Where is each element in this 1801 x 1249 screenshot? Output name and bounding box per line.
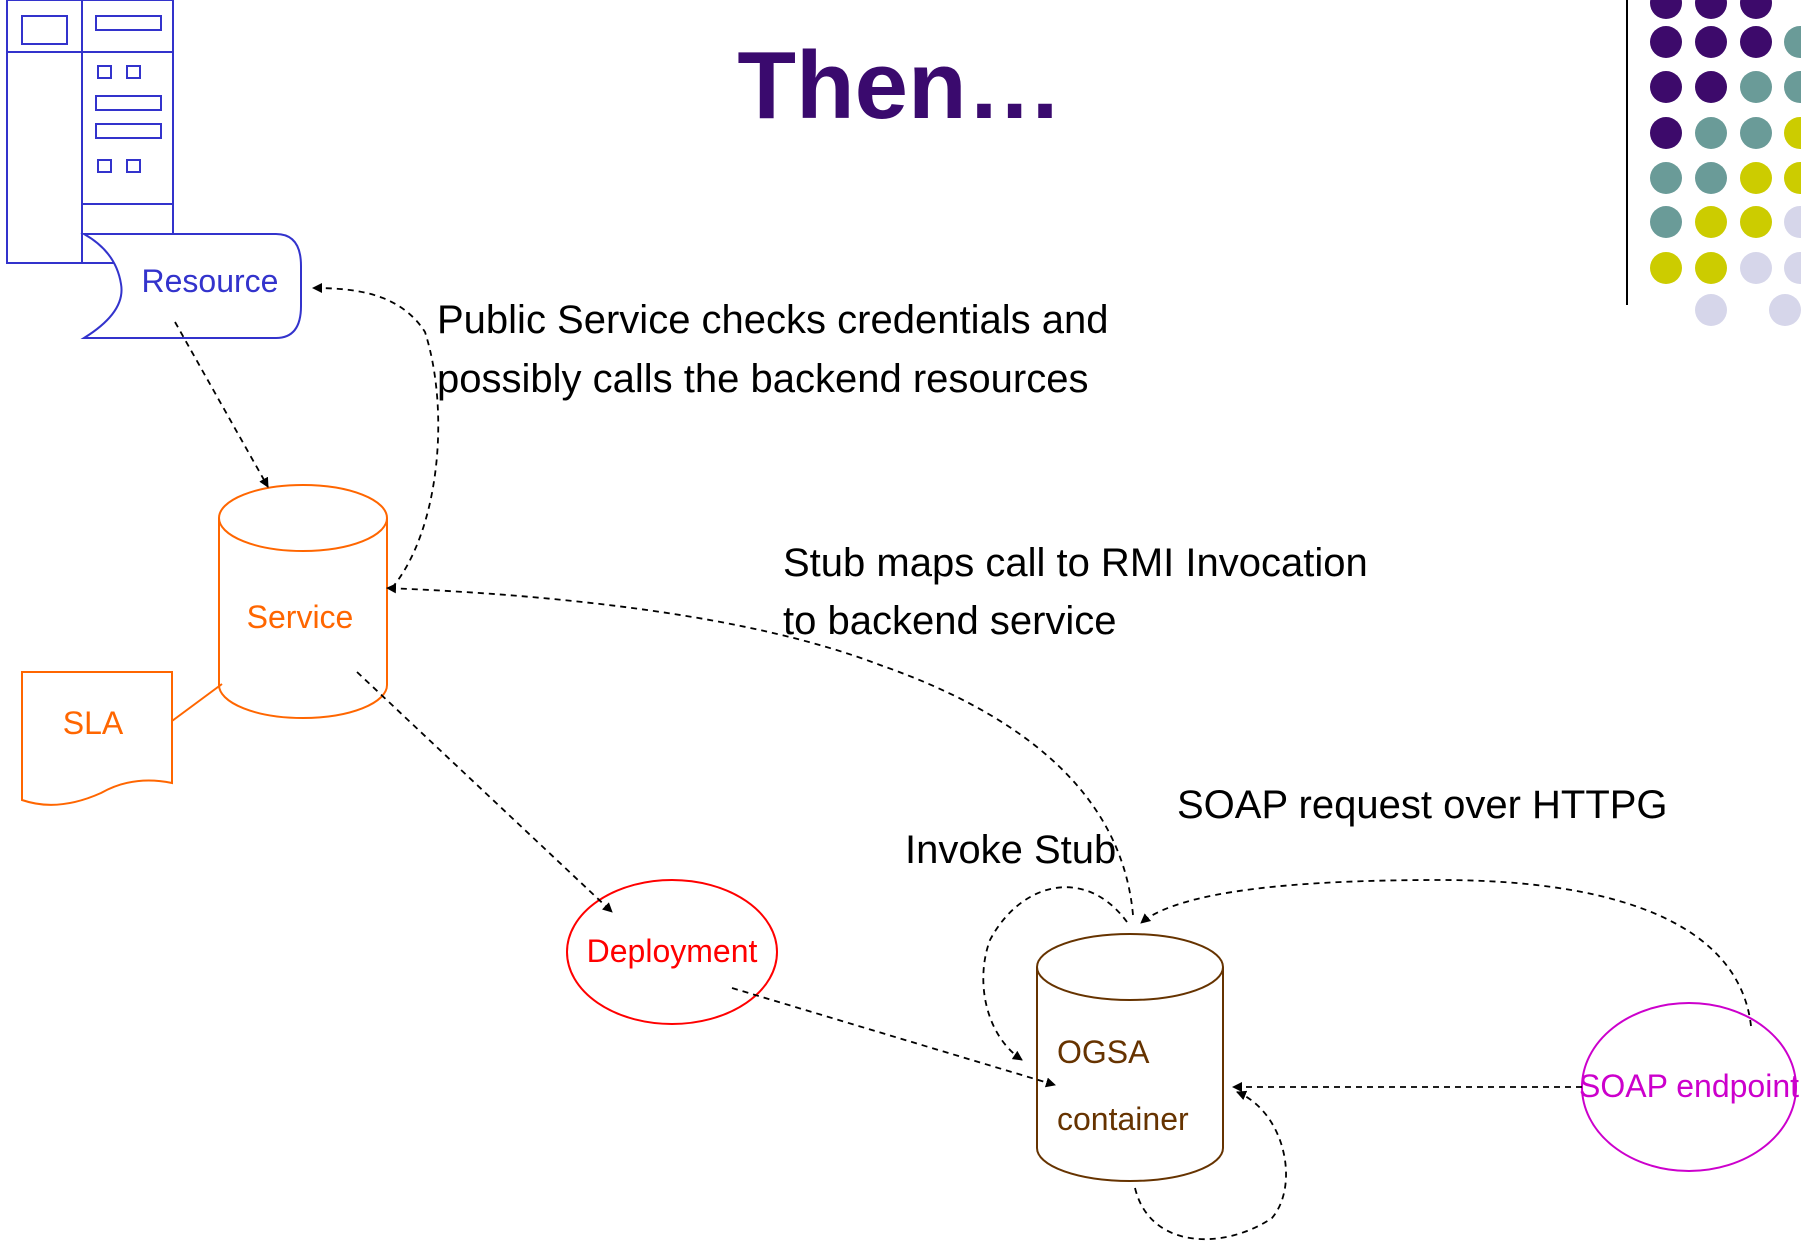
decorative-dot [1650,252,1682,284]
arrow-ogsa-self-loop [1134,1090,1287,1241]
decorative-dot [1695,206,1727,238]
decorative-dot [1740,206,1772,238]
decorative-dot [1650,117,1682,149]
arrow-stub-to-service [386,583,1134,916]
ogsa-label-line1: OGSA [1057,1034,1150,1070]
decorative-dot [1650,0,1682,19]
deployment-label: Deployment [587,933,758,969]
decorative-dot [1650,162,1682,194]
public-service-annotation-line2: possibly calls the backend resources [437,357,1088,401]
decorative-dot [1650,71,1682,103]
decorative-dot [1784,117,1801,149]
decorative-dot [1695,162,1727,194]
decorative-dot [1740,162,1772,194]
decorative-dot [1695,117,1727,149]
server-icon [6,0,174,264]
arrow-service-to-deployment [356,671,613,913]
decorative-dot [1784,252,1801,284]
decorative-dot [1650,26,1682,58]
slide-title: Then… [737,32,1062,139]
arrow-soap-endpoint-loop-to-ogsa [1140,879,1752,1027]
public-service-annotation-line1: Public Service checks credentials and [437,298,1108,342]
resource-shape [80,233,302,339]
decorative-dot [1740,26,1772,58]
sla-document [21,671,173,806]
decorative-dot [1695,294,1727,326]
service-label: Service [247,599,354,635]
decorative-dot [1740,252,1772,284]
arrow-service-to-resource [312,283,440,589]
deployment-node [566,879,778,1025]
arrow-invoke-stub-loop [982,886,1128,1061]
arrow-deployment-to-ogsa [731,987,1056,1088]
decorative-dot [1784,26,1801,58]
decorative-dot [1740,71,1772,103]
resource-label: Resource [142,263,279,299]
decorative-dot [1769,294,1801,326]
decorative-dot [1695,0,1727,19]
soap-request-annotation: SOAP request over HTTPG [1177,783,1668,827]
stub-maps-annotation-line1: Stub maps call to RMI Invocation [783,541,1368,585]
decorative-dot-grid [1650,0,1801,326]
decorative-dot [1740,117,1772,149]
ogsa-label-line2: container [1057,1101,1189,1137]
decorative-dot [1695,71,1727,103]
stub-maps-annotation-line2: to backend service [783,599,1117,643]
decorative-dot [1650,206,1682,238]
sla-connector [171,683,223,722]
decorative-dot [1695,26,1727,58]
decorative-dot [1695,252,1727,284]
service-cylinder [218,484,388,719]
invoke-stub-annotation: Invoke Stub [905,828,1116,872]
decorative-dot [1740,0,1772,19]
decorative-dot [1784,206,1801,238]
decorative-dot [1784,162,1801,194]
arrow-resource-to-service [174,321,269,488]
sla-label: SLA [63,705,124,741]
decorative-dot [1784,71,1801,103]
soap-endpoint-label: SOAP endpoint [1579,1068,1799,1104]
ogsa-container-cylinder [1036,933,1224,1182]
